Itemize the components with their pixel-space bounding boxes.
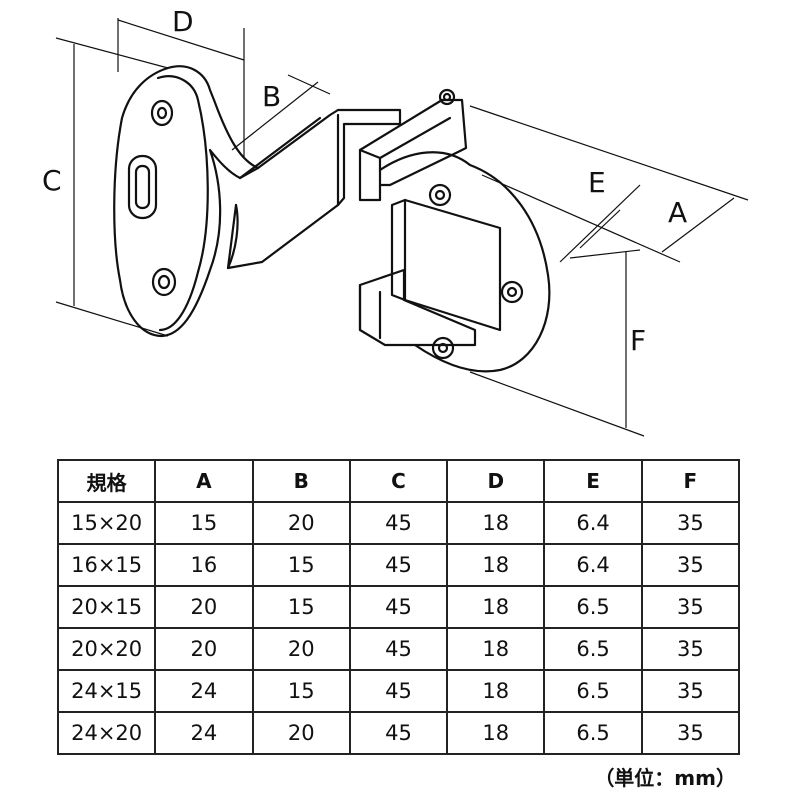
spec-table: 規格 A B C D E F 15×20 15 20 45 18 6.4 35 …: [56, 459, 741, 755]
hinge-drawing: D C B E A F: [42, 5, 749, 437]
cell-e: 6.5: [543, 627, 643, 671]
table-row: 24×15 24 15 45 18 6.5 35: [56, 669, 741, 713]
cell-b: 20: [251, 711, 351, 755]
cell-b: 15: [251, 669, 351, 713]
cell-b: 15: [251, 585, 351, 629]
cell-spec: 24×20: [56, 711, 157, 755]
cell-e: 6.4: [543, 543, 643, 587]
mounting-plate: [113, 65, 260, 338]
cell-b: 15: [251, 543, 351, 587]
label-c: C: [42, 164, 62, 197]
cell-e: 6.5: [543, 711, 643, 755]
cell-c: 45: [348, 585, 449, 629]
header-a: A: [154, 459, 254, 503]
cell-a: 20: [154, 627, 254, 671]
table-row: 24×20 24 20 45 18 6.5 35: [56, 711, 741, 755]
cell-a: 20: [154, 585, 254, 629]
table-row: 20×15 20 15 45 18 6.5 35: [56, 585, 741, 629]
hinge-knuckle: [358, 88, 551, 373]
cell-c: 45: [348, 711, 449, 755]
table-row: 16×15 16 15 45 18 6.4 35: [56, 543, 741, 587]
table-row: 20×20 20 20 45 18 6.5 35: [56, 627, 741, 671]
cell-spec: 24×15: [56, 669, 157, 713]
cell-b: 20: [251, 501, 351, 545]
cell-c: 45: [348, 543, 449, 587]
cell-f: 35: [640, 627, 741, 671]
cell-spec: 15×20: [56, 501, 157, 545]
cell-b: 20: [251, 627, 351, 671]
cell-f: 35: [640, 669, 741, 713]
header-b: B: [251, 459, 351, 503]
pin-plate: [358, 183, 524, 360]
cell-a: 24: [154, 711, 254, 755]
cell-a: 15: [154, 501, 254, 545]
table-header-row: 規格 A B C D E F: [56, 459, 741, 503]
header-e: E: [543, 459, 643, 503]
cell-c: 45: [348, 501, 449, 545]
label-b: B: [262, 80, 281, 113]
cell-e: 6.5: [543, 669, 643, 713]
dimension-lines: [55, 18, 749, 437]
cell-c: 45: [348, 627, 449, 671]
header-c: C: [348, 459, 449, 503]
bent-arm: [226, 108, 402, 270]
cell-d: 18: [446, 711, 546, 755]
cell-f: 35: [640, 501, 741, 545]
cell-spec: 20×15: [56, 585, 157, 629]
cell-f: 35: [640, 585, 741, 629]
cell-d: 18: [446, 627, 546, 671]
cell-d: 18: [446, 669, 546, 713]
cell-e: 6.5: [543, 585, 643, 629]
label-f: F: [630, 324, 646, 357]
header-d: D: [446, 459, 546, 503]
label-e: E: [588, 166, 606, 199]
cell-d: 18: [446, 543, 546, 587]
cell-e: 6.4: [543, 501, 643, 545]
cell-c: 45: [348, 669, 449, 713]
cell-d: 18: [446, 585, 546, 629]
cell-a: 16: [154, 543, 254, 587]
header-spec: 規格: [56, 459, 157, 503]
table-row: 15×20 15 20 45 18 6.4 35: [56, 501, 741, 545]
cell-d: 18: [446, 501, 546, 545]
cell-spec: 20×20: [56, 627, 157, 671]
cell-spec: 16×15: [56, 543, 157, 587]
cell-f: 35: [640, 543, 741, 587]
label-d: D: [172, 5, 194, 38]
label-a: A: [668, 196, 687, 229]
cell-f: 35: [640, 711, 741, 755]
header-f: F: [640, 459, 741, 503]
cell-a: 24: [154, 669, 254, 713]
unit-note: （単位：mm）: [594, 766, 736, 790]
